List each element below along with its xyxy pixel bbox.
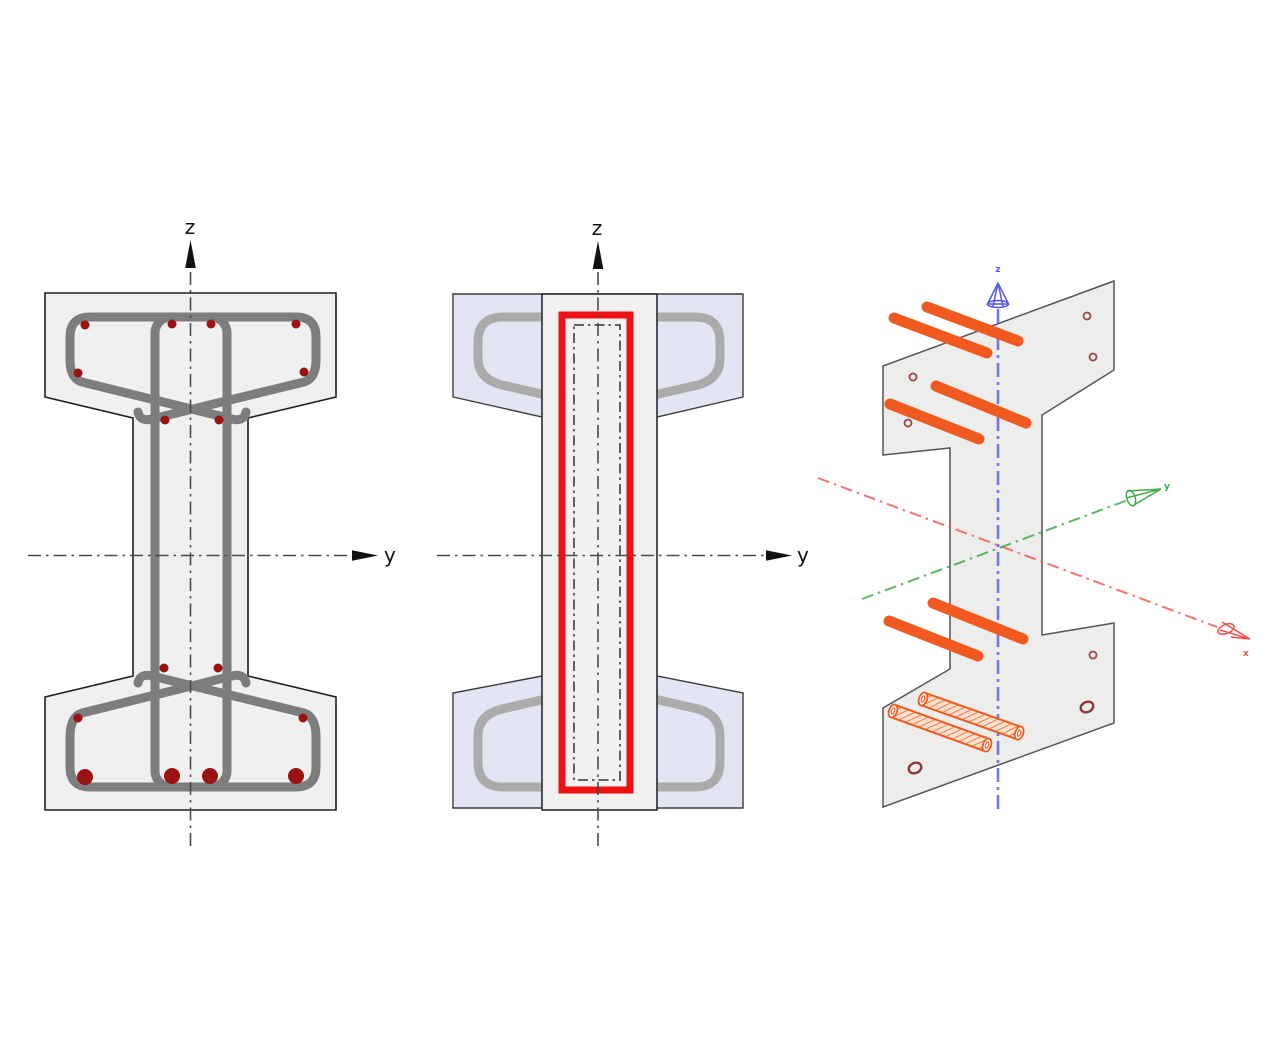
duct-end-cap-inner bbox=[1016, 729, 1022, 737]
rebar-hole bbox=[1082, 311, 1092, 321]
duct-end-cap-inner bbox=[920, 695, 926, 703]
z-axis-label: z bbox=[592, 216, 603, 240]
duct-end-cap bbox=[981, 737, 993, 753]
duct-end-cap-inner bbox=[890, 707, 896, 715]
bottom-flange-stirrup bbox=[65, 670, 321, 792]
rebar-dot bbox=[160, 415, 170, 425]
selected-web-highlight[interactable] bbox=[558, 311, 634, 794]
z-axis-arrowhead bbox=[592, 241, 604, 269]
rebar-dot-large bbox=[77, 769, 93, 785]
z-axis-label: z bbox=[185, 215, 196, 239]
duct-end-cap bbox=[1013, 725, 1025, 741]
duct-end-cap bbox=[887, 703, 899, 719]
rebar-dot bbox=[291, 319, 301, 329]
y-axis-arrowhead bbox=[352, 550, 378, 561]
z-axis-cone-icon bbox=[986, 281, 1010, 309]
z-axis-3d-label: z bbox=[995, 265, 1000, 275]
rebar-dot bbox=[167, 319, 177, 329]
y-axis-3d-line bbox=[861, 499, 1129, 600]
concrete-section-outline bbox=[44, 292, 337, 811]
duct-hole bbox=[907, 761, 923, 775]
rebar-dot-large bbox=[164, 768, 180, 784]
rebar-dot-large bbox=[288, 768, 304, 784]
middle-section-view[interactable]: z y bbox=[437, 216, 809, 846]
x-axis-cone-icon bbox=[1217, 621, 1251, 640]
y-axis-cone-icon bbox=[1125, 488, 1162, 507]
bottom-left-flange-stirrup bbox=[473, 693, 555, 792]
z-axis-arrowhead bbox=[185, 240, 196, 268]
duct-end-cap bbox=[917, 691, 929, 707]
rebar-dot-large bbox=[202, 768, 218, 784]
y-axis-arrowhead bbox=[766, 550, 792, 561]
tendon-duct bbox=[887, 703, 993, 753]
duct-hole bbox=[1079, 700, 1095, 714]
rebar-3d bbox=[927, 597, 1029, 645]
rebar-3d bbox=[930, 380, 1032, 429]
rebar-dots bbox=[73, 319, 309, 785]
tendon-duct bbox=[917, 691, 1025, 741]
rebar-dot bbox=[206, 319, 216, 329]
rebar-hole bbox=[908, 372, 918, 382]
rebar-hole bbox=[903, 418, 913, 428]
rebar-dot bbox=[73, 713, 83, 723]
y-axis-3d-label: y bbox=[1164, 482, 1170, 492]
y-axis-label: y bbox=[797, 543, 809, 567]
rebar-hole bbox=[1088, 352, 1098, 362]
rebar-dot bbox=[213, 663, 223, 673]
rebar-3d bbox=[888, 312, 993, 359]
web-stirrup-centerline bbox=[573, 324, 621, 781]
isometric-3d-view[interactable]: z y x bbox=[817, 265, 1251, 812]
y-axis-label: y bbox=[384, 543, 396, 567]
top-left-flange-stirrup bbox=[473, 312, 555, 401]
top-right-flange-stirrup bbox=[645, 312, 725, 401]
rebar-3d bbox=[921, 301, 1024, 347]
rebar-dot bbox=[80, 320, 90, 330]
rebar-hole bbox=[1088, 650, 1098, 660]
duct-end-cap-inner bbox=[984, 741, 990, 749]
rebar-dot bbox=[298, 713, 308, 723]
rebar-dot bbox=[73, 368, 83, 378]
x-axis-3d-line bbox=[817, 477, 1218, 628]
x-axis-3d-label: x bbox=[1243, 649, 1249, 659]
rebar-3d bbox=[883, 615, 984, 662]
left-section-view[interactable]: z y bbox=[28, 215, 396, 846]
top-flange-stirrup bbox=[65, 312, 321, 425]
rebar-dot bbox=[159, 663, 169, 673]
rebar-dot bbox=[299, 367, 309, 377]
rebar-3d bbox=[884, 398, 985, 445]
rebar-dot bbox=[214, 415, 224, 425]
longitudinal-bars bbox=[883, 301, 1032, 662]
bottom-right-flange-stirrup bbox=[645, 693, 725, 792]
